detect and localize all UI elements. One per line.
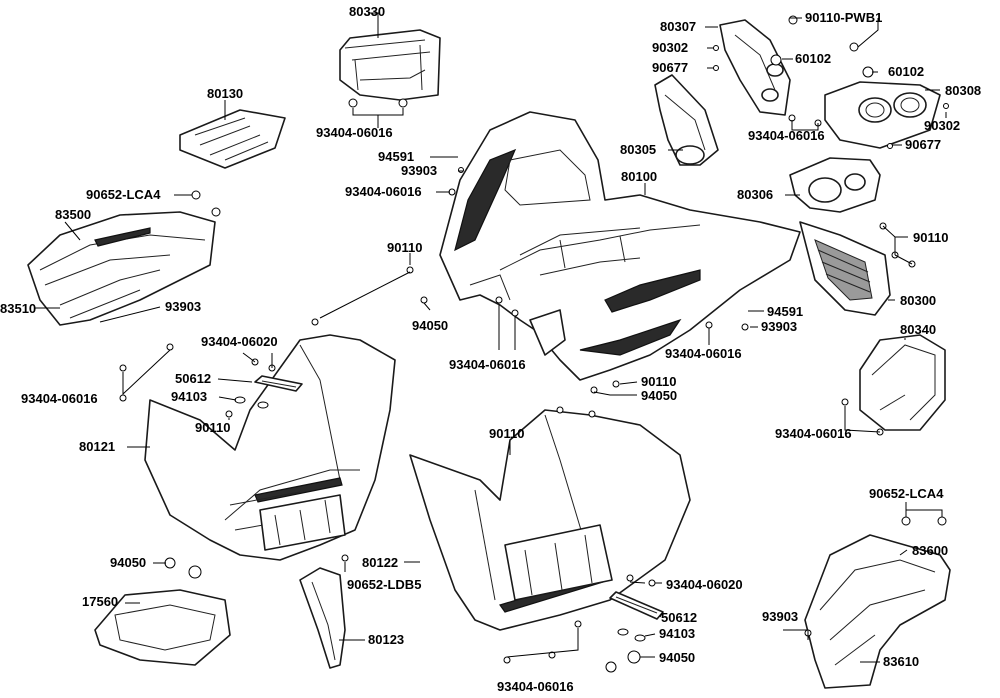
part-80122-right-fender — [409, 409, 691, 631]
part-50612-strip-left — [254, 375, 303, 392]
label-90110-d: 90110 — [195, 420, 231, 435]
label-93903-d: 93903 — [762, 609, 799, 624]
label-93903-c: 93903 — [761, 319, 798, 334]
label-90110-pwb1: 90110-PWB1 — [805, 10, 883, 25]
label-80330: 80330 — [349, 4, 386, 19]
label-93404-06016-g: 93404-06016 — [21, 391, 98, 406]
label-94050-b: 94050 — [641, 388, 678, 403]
leader-lines — [35, 12, 947, 663]
label-80300: 80300 — [900, 293, 937, 308]
part-80308-twin-headlight — [824, 81, 941, 149]
label-93404-06016-h: 93404-06016 — [775, 426, 852, 441]
label-80100: 80100 — [621, 169, 658, 184]
label-80130: 80130 — [207, 86, 244, 101]
part-80306-lamp — [789, 157, 881, 213]
label-17560: 17560 — [82, 594, 119, 609]
label-93404-06016-c: 93404-06016 — [345, 184, 422, 199]
label-90110-b: 90110 — [913, 230, 949, 245]
label-90110-e: 90110 — [489, 426, 525, 441]
part-80300-grille — [799, 221, 891, 316]
label-94050-d: 94050 — [659, 650, 696, 665]
label-80306: 80306 — [737, 187, 774, 202]
label-93404-06016-j: 93404-06016 — [497, 679, 574, 694]
part-80130-plate — [179, 109, 286, 169]
part-80305-headlight — [654, 74, 719, 166]
label-80308: 80308 — [945, 83, 982, 98]
part-80340-guard — [859, 334, 946, 431]
label-50612: 50612 — [175, 371, 212, 386]
label-94103-b: 94103 — [659, 626, 696, 641]
label-80307: 80307 — [660, 19, 697, 34]
part-80121-left-fender — [144, 334, 396, 561]
label-90677: 90677 — [652, 60, 689, 75]
label-90652-ldb5: 90652-LDB5 — [347, 577, 422, 592]
part-50612-strip-right — [609, 591, 664, 620]
label-90110: 90110 — [387, 240, 423, 255]
label-83510: 83510 — [0, 301, 37, 316]
label-83600: 83600 — [912, 543, 949, 558]
label-50612-b: 50612 — [661, 610, 698, 625]
part-80307-cover — [719, 19, 791, 116]
label-90302: 90302 — [652, 40, 689, 55]
label-94050: 94050 — [412, 318, 449, 333]
label-80123: 80123 — [368, 632, 405, 647]
label-80340: 80340 — [900, 322, 937, 337]
part-17560-cover — [94, 589, 231, 666]
label-80122: 80122 — [362, 555, 399, 570]
label-93404-06016-e: 93404-06016 — [665, 346, 742, 361]
label-94103: 94103 — [171, 389, 208, 404]
label-93404-06016-d: 93404-06016 — [449, 357, 526, 372]
part-80100-front-fender — [439, 111, 801, 381]
label-60102: 60102 — [795, 51, 832, 66]
part-80123-flap — [299, 567, 346, 669]
label-90110-c: 90110 — [641, 374, 677, 389]
label-93404-06016-b: 93404-06016 — [748, 128, 825, 143]
part-83500-side-panel — [27, 211, 216, 326]
label-93404-06020-b: 93404-06020 — [666, 577, 743, 592]
label-60102-b: 60102 — [888, 64, 925, 79]
label-80305: 80305 — [620, 142, 657, 157]
label-94591-b: 94591 — [767, 304, 804, 319]
label-93903-b: 93903 — [165, 299, 202, 314]
label-94050-c: 94050 — [110, 555, 147, 570]
label-90652-lca4: 90652-LCA4 — [86, 187, 161, 202]
label-93404-06016: 93404-06016 — [316, 125, 393, 140]
label-90302-b: 90302 — [924, 118, 961, 133]
part-83600-side-panel — [804, 534, 951, 689]
label-83610: 83610 — [883, 654, 920, 669]
label-94591: 94591 — [378, 149, 415, 164]
label-93903: 93903 — [401, 163, 438, 178]
part-80330-bracket — [339, 29, 441, 101]
label-90652-lca4-b: 90652-LCA4 — [869, 486, 944, 501]
label-93404-06020: 93404-06020 — [201, 334, 278, 349]
label-90677-b: 90677 — [905, 137, 942, 152]
label-80121: 80121 — [79, 439, 116, 454]
label-83500: 83500 — [55, 207, 92, 222]
